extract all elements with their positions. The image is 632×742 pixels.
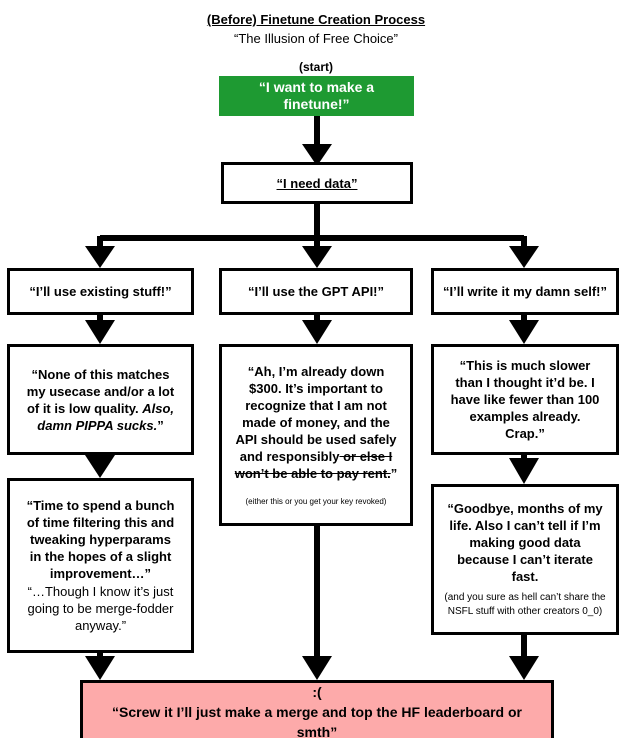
start-label: (start) (298, 60, 333, 74)
end-node: :( “Screw it I’ll just make a merge and … (80, 680, 554, 740)
choice-write-self-text: “I’ll write it my damn self!” (443, 284, 607, 299)
write-slow-node: “This is much slower than I thought it’d… (431, 344, 619, 455)
gpt-cost-text: “Ah, I’m already down $300. It’s importa… (234, 364, 398, 481)
write-goodbye-note: (and you sure as hell can’t share the NS… (444, 592, 606, 617)
existing-quality-text: “None of this matches my usecase and/or … (26, 366, 175, 433)
gpt-cost-note: (either this or you get your key revoked… (245, 497, 387, 506)
choice-existing-node: “I’ll use existing stuff!” (7, 268, 194, 315)
existing-filter-node: “Time to spend a bunch of time filtering… (7, 478, 194, 653)
diagram-title: (Before) Finetune Creation Process (206, 12, 426, 27)
end-face: :( (312, 683, 322, 700)
existing-filter-text: “Time to spend a bunch of time filtering… (26, 498, 175, 581)
start-node-text: “I want to make a finetune!” (258, 79, 375, 112)
end-text: “Screw it I’ll just make a merge and top… (112, 703, 522, 740)
write-goodbye-text: “Goodbye, months of my life. Also I can’… (447, 501, 603, 584)
choice-existing-text: “I’ll use existing stuff!” (29, 284, 172, 299)
existing-filter-note: “…Though I know it’s just going to be me… (27, 584, 174, 633)
need-data-text: “I need data” (276, 175, 358, 191)
choice-write-self-node: “I’ll write it my damn self!” (431, 268, 619, 315)
start-node: “I want to make a finetune!” (219, 76, 414, 116)
write-goodbye-node: “Goodbye, months of my life. Also I can’… (431, 484, 619, 635)
need-data-node: “I need data” (221, 162, 413, 204)
choice-gpt-api-node: “I’ll use the GPT API!” (219, 268, 413, 315)
write-slow-text: “This is much slower than I thought it’d… (450, 358, 600, 441)
diagram-subtitle: “The Illusion of Free Choice” (233, 31, 398, 46)
choice-gpt-api-text: “I’ll use the GPT API!” (247, 284, 385, 299)
gpt-cost-node: “Ah, I’m already down $300. It’s importa… (219, 344, 413, 526)
existing-quality-node: “None of this matches my usecase and/or … (7, 344, 194, 455)
